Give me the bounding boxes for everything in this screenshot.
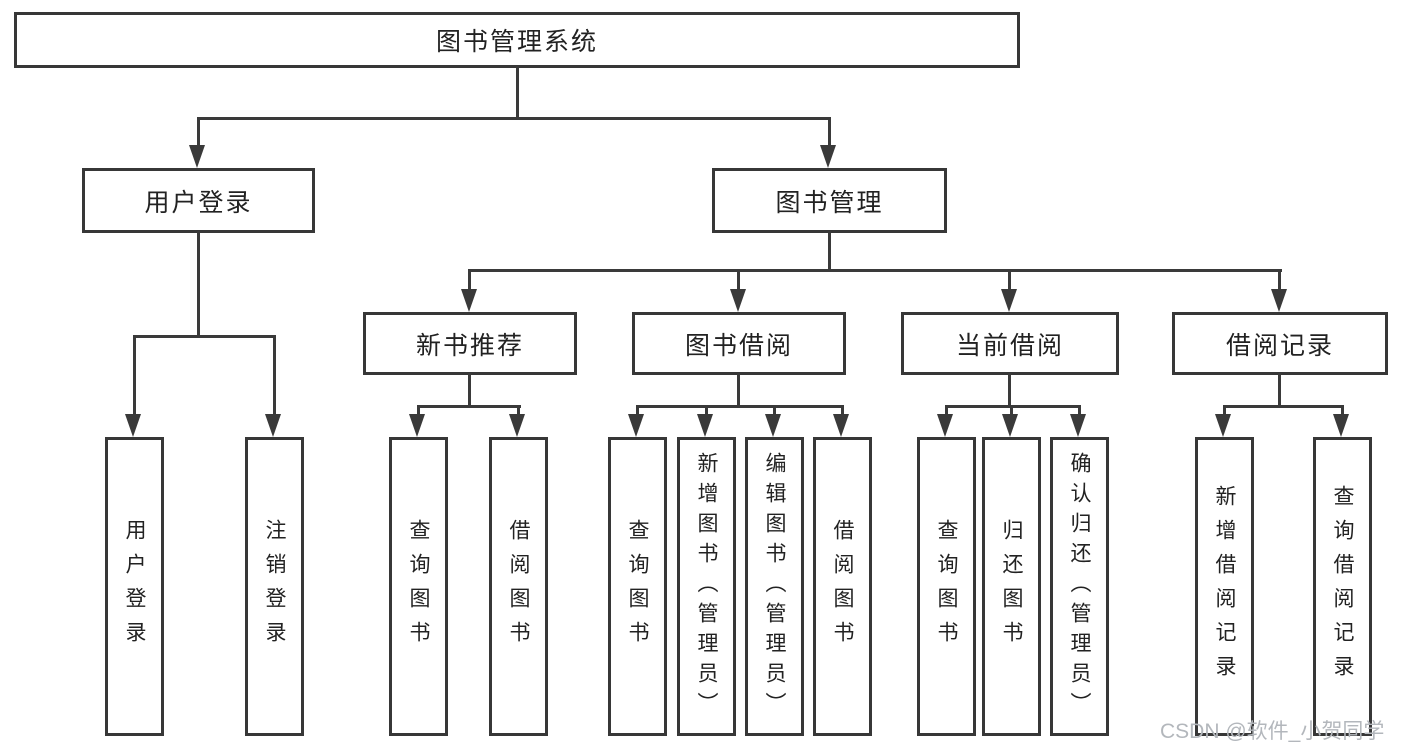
arrow-down-icon (1215, 414, 1231, 437)
connector-drop-leaf (133, 335, 136, 415)
connector-drop-leaf (636, 405, 639, 416)
arrow-down-icon (1002, 414, 1018, 437)
csdn-watermark: CSDN @软件_小贺同学 (1160, 720, 1385, 743)
connector-drop-leaf (273, 335, 276, 415)
connector-current-borrow-rail (945, 405, 1081, 408)
connector-user-login-rail (133, 335, 276, 338)
leaf-query-books-1-label: 查询图书 (407, 518, 431, 655)
leaf-query-books-3: 查询图书 (917, 437, 976, 736)
leaf-query-borrow-record: 查询借阅记录 (1313, 437, 1372, 736)
arrow-down-icon (730, 289, 746, 312)
node-root: 图书管理系统 (14, 12, 1020, 68)
leaf-user-login: 用户登录 (105, 437, 164, 736)
leaf-confirm-return-admin-label: 确认归还（管理员） (1068, 451, 1092, 722)
leaf-add-borrow-record-label: 新增借阅记录 (1213, 484, 1237, 689)
connector-level2-rail (197, 117, 831, 120)
connector-user-login-stem (197, 231, 200, 337)
connector-new-book-stem (468, 373, 471, 407)
leaf-add-book-admin-label: 新增图书（管理员） (695, 451, 719, 722)
arrow-down-icon (628, 414, 644, 437)
node-current-borrow-label: 当前借阅 (955, 331, 1064, 360)
leaf-query-books-3-label: 查询图书 (935, 518, 959, 655)
leaf-query-borrow-record-label: 查询借阅记录 (1331, 484, 1355, 689)
connector-drop-leaf (1341, 405, 1344, 416)
connector-root-stem (516, 66, 519, 120)
arrow-down-icon (1271, 289, 1287, 312)
node-new-book-recommend-label: 新书推荐 (415, 331, 524, 360)
connector-book-borrow-rail (636, 405, 844, 408)
connector-drop-leaf (417, 405, 420, 416)
connector-new-book-rail (417, 405, 521, 408)
connector-current-borrow-stem (1008, 373, 1011, 407)
connector-drop-new-book (468, 269, 471, 291)
leaf-query-books-2: 查询图书 (608, 437, 667, 736)
connector-drop-leaf (1078, 405, 1081, 416)
connector-drop-leaf (705, 405, 708, 416)
connector-borrow-records-rail (1223, 405, 1344, 408)
arrow-down-icon (1070, 414, 1086, 437)
leaf-add-borrow-record: 新增借阅记录 (1195, 437, 1254, 736)
node-current-borrow: 当前借阅 (901, 312, 1119, 375)
node-book-borrow: 图书借阅 (632, 312, 846, 375)
node-user-login-label: 用户登录 (144, 188, 253, 217)
node-borrow-records-label: 借阅记录 (1225, 331, 1334, 360)
arrow-down-icon (1001, 289, 1017, 312)
arrow-down-icon (189, 145, 205, 168)
leaf-logout: 注销登录 (245, 437, 304, 736)
connector-drop-current-borrow (1008, 269, 1011, 291)
node-book-borrow-label: 图书借阅 (684, 331, 793, 360)
connector-drop-leaf (773, 405, 776, 416)
node-user-login: 用户登录 (82, 168, 315, 233)
node-borrow-records: 借阅记录 (1172, 312, 1388, 375)
leaf-borrow-books-1: 借阅图书 (489, 437, 548, 736)
leaf-query-books-1: 查询图书 (389, 437, 448, 736)
connector-drop-leaf (517, 405, 520, 416)
arrow-down-icon (937, 414, 953, 437)
leaf-query-books-2-label: 查询图书 (626, 518, 650, 655)
leaf-edit-book-admin-label: 编辑图书（管理员） (763, 451, 787, 722)
node-root-label: 图书管理系统 (435, 28, 598, 56)
connector-drop-leaf (945, 405, 948, 416)
leaf-edit-book-admin: 编辑图书（管理员） (745, 437, 804, 736)
leaf-return-books: 归还图书 (982, 437, 1041, 736)
leaf-confirm-return-admin: 确认归还（管理员） (1050, 437, 1109, 736)
connector-level3-rail (468, 269, 1282, 272)
arrow-down-icon (461, 289, 477, 312)
arrow-down-icon (509, 414, 525, 437)
node-book-management-label: 图书管理 (775, 188, 884, 217)
leaf-borrow-books-2-label: 借阅图书 (831, 518, 855, 655)
leaf-logout-label: 注销登录 (263, 518, 287, 655)
connector-book-management-stem (828, 231, 831, 272)
connector-drop-book-borrow (737, 269, 740, 291)
arrow-down-icon (833, 414, 849, 437)
arrow-down-icon (125, 414, 141, 437)
connector-drop-leaf (1010, 405, 1013, 416)
arrow-down-icon (265, 414, 281, 437)
leaf-user-login-label: 用户登录 (123, 518, 147, 655)
connector-drop-leaf (1223, 405, 1226, 416)
leaf-borrow-books-1-label: 借阅图书 (507, 518, 531, 655)
leaf-add-book-admin: 新增图书（管理员） (677, 437, 736, 736)
node-book-management: 图书管理 (712, 168, 947, 233)
leaf-return-books-label: 归还图书 (1000, 518, 1024, 655)
connector-borrow-records-stem (1278, 373, 1281, 407)
connector-book-borrow-stem (737, 373, 740, 407)
leaf-borrow-books-2: 借阅图书 (813, 437, 872, 736)
node-new-book-recommend: 新书推荐 (363, 312, 577, 375)
arrow-down-icon (697, 414, 713, 437)
arrow-down-icon (1333, 414, 1349, 437)
arrow-down-icon (409, 414, 425, 437)
connector-drop-user-login (197, 117, 200, 146)
connector-drop-book-management (828, 117, 831, 146)
arrow-down-icon (765, 414, 781, 437)
connector-drop-borrow-records (1278, 269, 1281, 291)
connector-drop-leaf (841, 405, 844, 416)
arrow-down-icon (820, 145, 836, 168)
